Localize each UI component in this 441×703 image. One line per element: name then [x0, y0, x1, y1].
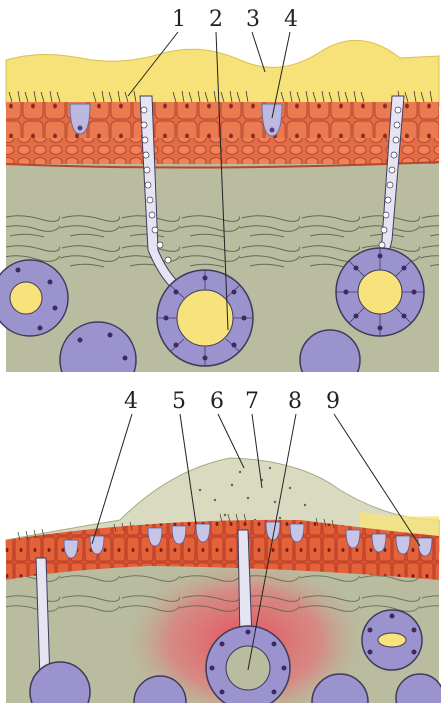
basal-cells	[6, 138, 439, 164]
bottom-panel-inflamed-epithelium: 4 5 6 7 8 9	[0, 380, 441, 703]
bottom-diagram: 4 5 6 7 8 9	[0, 380, 441, 703]
label-2: 2	[209, 7, 223, 32]
label-8: 8	[288, 389, 302, 414]
label-1: 1	[172, 7, 186, 32]
top-panel-normal-epithelium: 1 2 3 4	[0, 0, 441, 372]
label-9: 9	[326, 389, 340, 414]
label-6: 6	[210, 389, 224, 414]
label-5: 5	[172, 389, 186, 414]
label-4: 4	[284, 7, 298, 32]
connective-fibers-bottom	[6, 575, 439, 620]
top-diagram: 1 2 3 4	[0, 0, 441, 372]
gland-acinus-left	[0, 260, 68, 336]
label-4-bottom: 4	[124, 389, 138, 414]
label-3: 3	[246, 7, 260, 32]
label-7: 7	[245, 389, 259, 414]
